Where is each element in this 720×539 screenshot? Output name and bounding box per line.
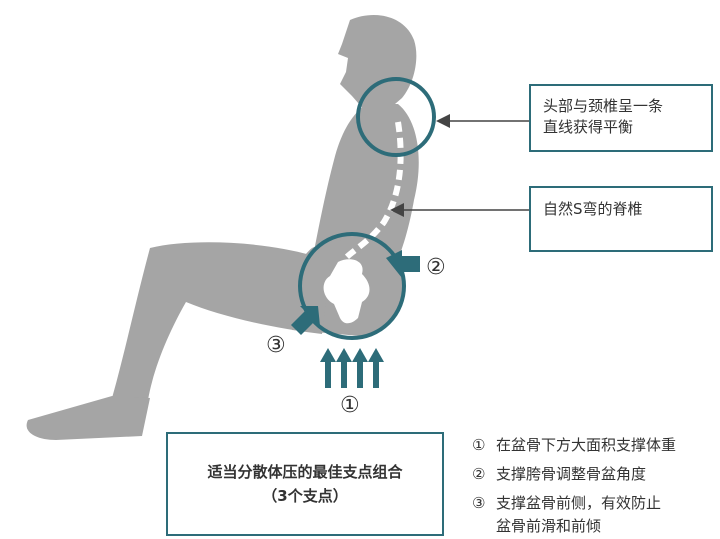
spine-line	[341, 121, 404, 263]
legend-item-1: ① 在盆骨下方大面积支撑体重	[472, 434, 676, 457]
pointer-arrowhead-head	[436, 114, 450, 128]
support-arrow-3	[291, 306, 320, 335]
summary-line1: 适当分散体压的最佳支点组合	[207, 463, 403, 481]
support-arrows-1	[320, 348, 384, 388]
callout-spine: 自然S弯的脊椎	[529, 186, 713, 252]
legend-text-3b: 盆骨前滑和前倾	[496, 517, 602, 535]
pointer-arrowhead-spine	[390, 203, 404, 217]
summary-box: 适当分散体压的最佳支点组合 （3个支点）	[166, 432, 444, 536]
legend-num-2: ②	[472, 465, 486, 483]
support-arrow-2	[386, 250, 420, 278]
legend-item-3: ③ 支撑盆骨前侧，有效防止 盆骨前滑和前倾	[472, 492, 661, 538]
marker-three: ③	[266, 333, 286, 358]
legend-text-2: 支撑胯骨调整骨盆角度	[496, 465, 647, 483]
legend-num-1: ①	[472, 436, 486, 454]
marker-two: ②	[426, 255, 446, 280]
marker-one: ①	[340, 393, 360, 418]
callout-pointers	[400, 120, 529, 211]
legend-num-3: ③	[472, 494, 486, 512]
legend-item-2: ② 支撑胯骨调整骨盆角度	[472, 463, 646, 486]
pelvis-bone	[323, 259, 370, 324]
callout-head-line1: 头部与颈椎呈一条	[543, 97, 664, 115]
callout-spine-text: 自然S弯的脊椎	[543, 200, 643, 218]
legend-text-1: 在盆骨下方大面积支撑体重	[496, 436, 677, 454]
summary-line2: （3个支点）	[262, 487, 348, 505]
callout-head-neck: 头部与颈椎呈一条 直线获得平衡	[529, 84, 713, 152]
head-neck-circle	[356, 77, 436, 157]
legend-text-3a: 支撑盆骨前侧，有效防止	[496, 494, 662, 512]
hip-circle	[298, 232, 406, 340]
callout-head-line2: 直线获得平衡	[543, 118, 634, 136]
